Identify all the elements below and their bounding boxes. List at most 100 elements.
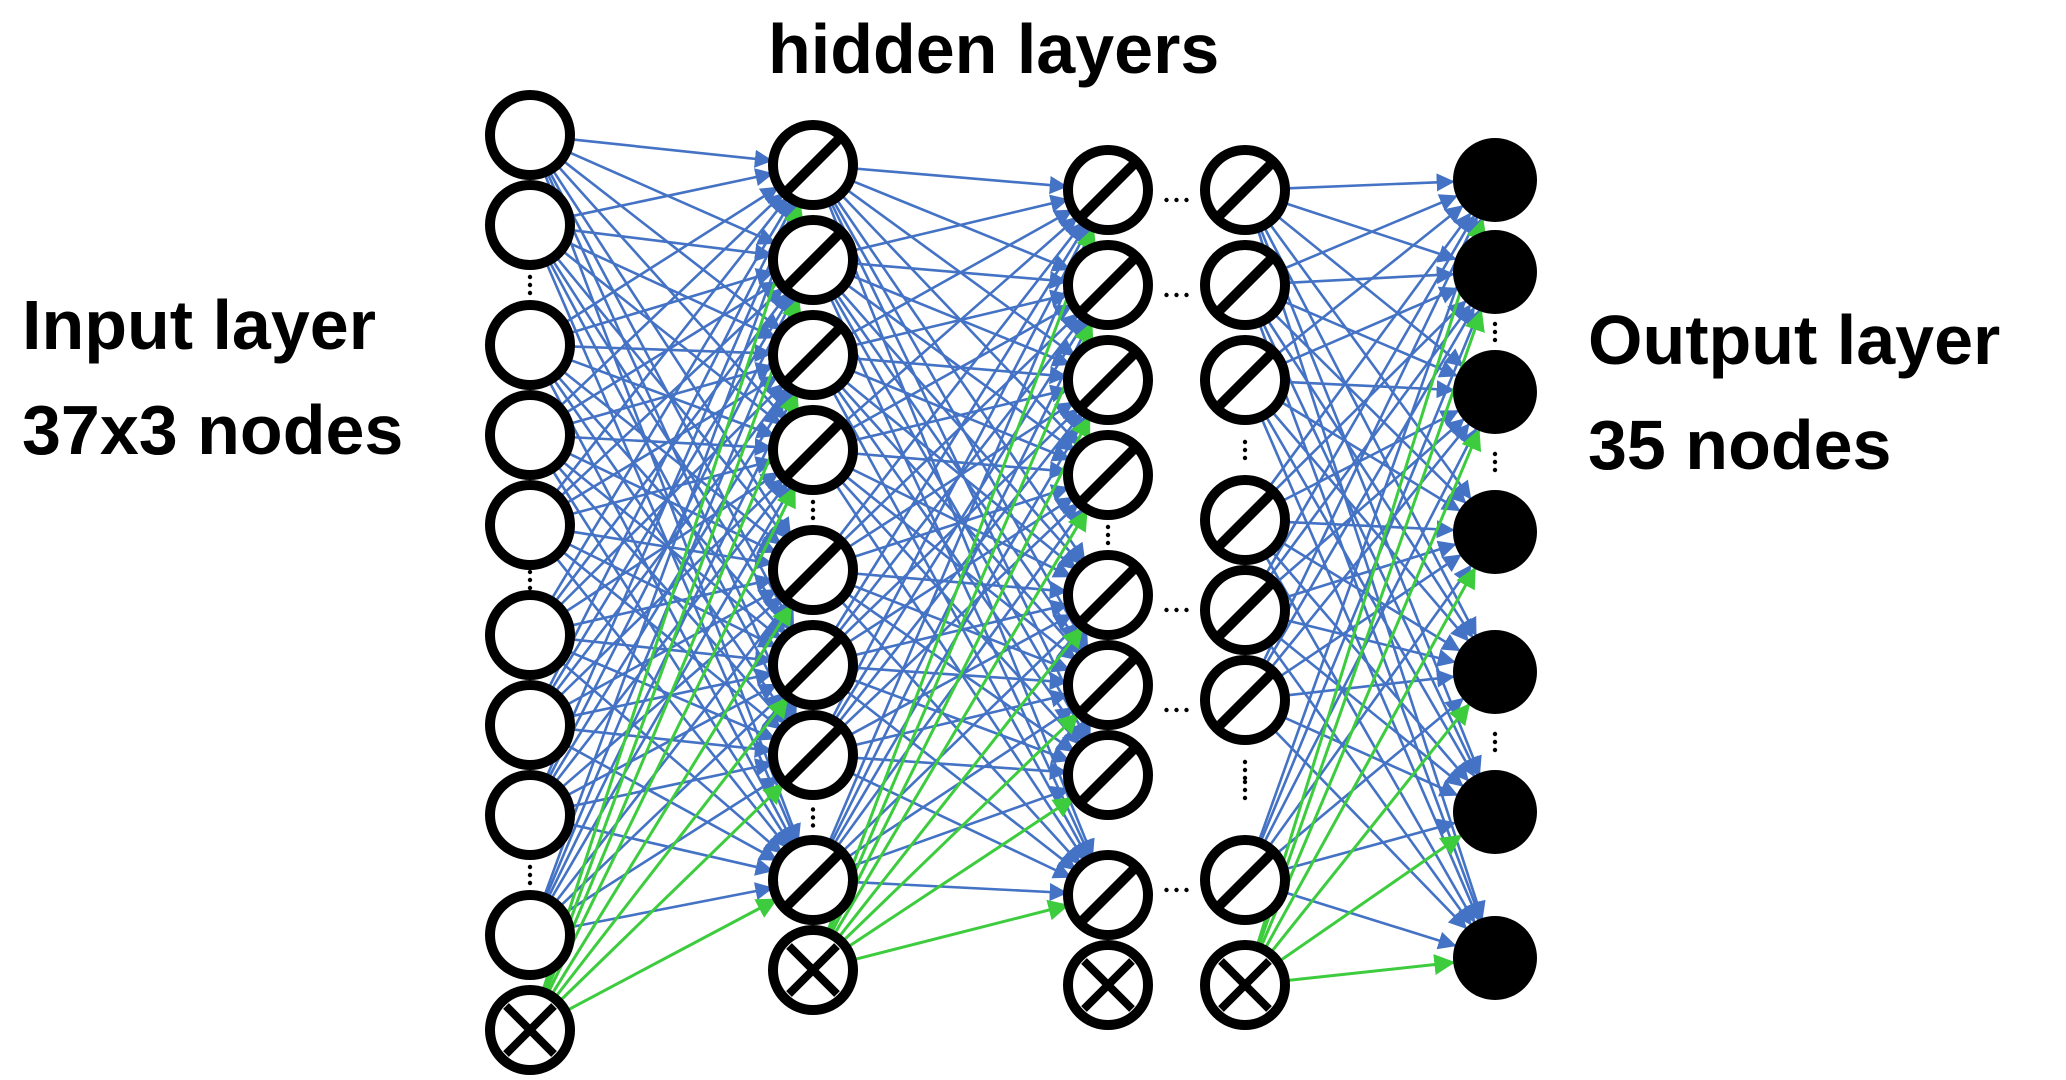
weight-edge: [1281, 286, 1459, 366]
weight-edge: [1267, 641, 1472, 926]
hidden-node: [1200, 145, 1290, 235]
hidden-node: [1200, 655, 1290, 745]
weight-edge: [568, 456, 775, 517]
weight-edge: [831, 389, 1090, 860]
weight-edge: [553, 601, 789, 905]
weight-edge: [1277, 554, 1462, 679]
bias-edges: [541, 202, 1487, 1013]
hidden-node: [1200, 240, 1290, 330]
bias-edge: [546, 485, 796, 995]
input-node: [485, 480, 575, 570]
vertical-ellipsis: [1105, 524, 1111, 546]
vertical-ellipsis: [1492, 321, 1498, 343]
weight-edge: [569, 882, 774, 929]
weight-edge: [568, 362, 775, 426]
weight-edge: [1278, 539, 1461, 652]
weight-edge: [847, 209, 1073, 337]
weight-edge: [852, 756, 1068, 781]
weight-edge: [553, 196, 789, 495]
hidden-node: [1200, 335, 1290, 425]
output-node: [1453, 230, 1537, 314]
weight-edge: [1265, 317, 1474, 639]
hidden-node: [768, 620, 858, 710]
bias-edge: [851, 899, 1070, 962]
output-node: [1453, 138, 1537, 222]
weight-edge: [828, 295, 1092, 859]
weight-edge: [560, 368, 782, 545]
vertical-ellipsis: [1492, 731, 1498, 753]
weight-edge: [1284, 380, 1455, 399]
weight-edge: [569, 137, 774, 168]
weight-edge: [542, 202, 802, 898]
bias-edge: [1256, 309, 1485, 948]
weight-edge: [1280, 409, 1460, 503]
weight-edge: [851, 194, 1069, 253]
bias-edge: [832, 509, 1088, 937]
output-layer-label: Output layer: [1588, 301, 2001, 379]
bias-node: [1063, 940, 1153, 1030]
vertical-ellipsis: [1242, 779, 1248, 801]
weight-edge: [830, 225, 1090, 721]
weight-edge: [841, 502, 1079, 729]
weight-edge: [831, 199, 1089, 651]
weight-edge: [1270, 549, 1469, 782]
bias-edge: [825, 227, 1097, 934]
input-node: [485, 770, 575, 860]
input-node: [485, 180, 575, 270]
weight-edge: [569, 228, 774, 262]
vertical-ellipsis: [1242, 759, 1248, 781]
weight-edge: [1275, 205, 1464, 357]
bias-edge: [553, 696, 789, 1000]
weight-edge: [1275, 634, 1464, 787]
weight-edge: [549, 389, 793, 782]
hidden-node: [1063, 240, 1153, 330]
weight-edge: [1275, 214, 1464, 367]
weight-edge: [826, 201, 1095, 858]
weight-edge: [1281, 194, 1458, 271]
horizontal-ellipsis: [1164, 707, 1189, 713]
output-node: [1453, 630, 1537, 714]
weight-edge: [1257, 217, 1484, 843]
weight-edge: [1274, 418, 1465, 585]
hidden-node: [1063, 730, 1153, 820]
weight-edge: [563, 186, 780, 325]
horizontal-ellipsis: [1164, 292, 1189, 298]
hidden-node: [1200, 565, 1290, 655]
bias-edge: [564, 898, 778, 1013]
weight-edge: [555, 163, 787, 421]
weight-edge: [558, 192, 784, 409]
weight-edge: [565, 451, 777, 554]
weight-edge: [851, 689, 1069, 748]
hidden-node: [768, 120, 858, 210]
hidden-node: [1200, 475, 1290, 565]
weight-edge: [568, 758, 774, 808]
weight-edge: [547, 379, 795, 845]
input-node: [485, 390, 575, 480]
vertical-ellipsis: [1242, 439, 1248, 461]
weight-edge: [843, 688, 1077, 871]
hidden-node: [768, 525, 858, 615]
weight-edge: [553, 555, 788, 849]
hidden-node: [1063, 430, 1153, 520]
weight-edge: [566, 149, 777, 245]
weight-edge: [829, 200, 1091, 739]
network-nodes: [485, 90, 1537, 1075]
horizontal-ellipsis: [1164, 197, 1189, 203]
weight-edge: [1267, 212, 1472, 489]
weight-edge: [1262, 427, 1478, 845]
bias-edge: [845, 796, 1075, 950]
hidden-layers-title: hidden layers: [768, 10, 1220, 88]
weight-edge: [1284, 173, 1455, 192]
output-layer-node-count: 35 nodes: [1588, 406, 1892, 484]
output-node: [1453, 350, 1537, 434]
weight-edge: [1262, 224, 1477, 637]
hidden-node: [1063, 640, 1153, 730]
weight-edge: [833, 319, 1087, 722]
bias-edge: [557, 782, 785, 1004]
weight-edges: [542, 137, 1486, 950]
weight-edge: [1272, 312, 1467, 504]
bias-edge: [1277, 834, 1463, 964]
weight-edge: [848, 770, 1072, 879]
hidden-node: [1200, 835, 1290, 925]
